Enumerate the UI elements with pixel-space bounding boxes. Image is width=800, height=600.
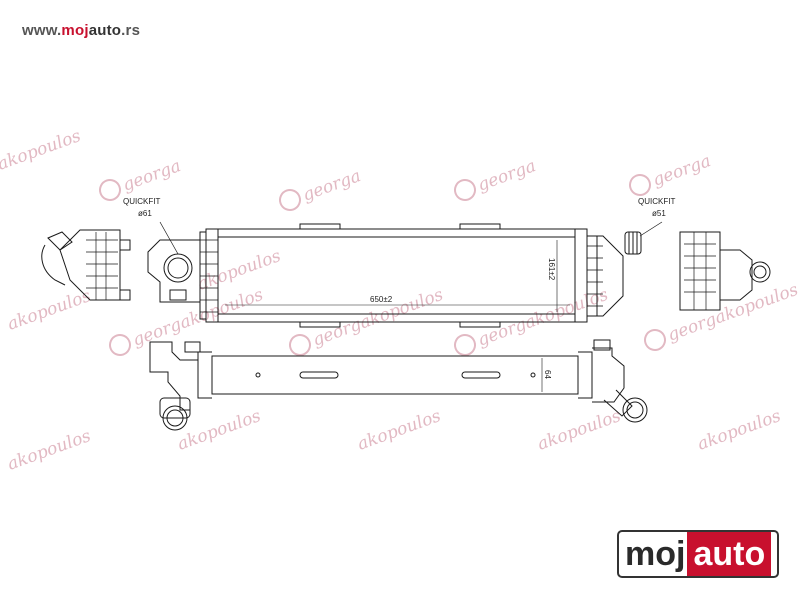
- watermark-text: georgakopoulos: [475, 285, 611, 351]
- site-url[interactable]: www.mojauto.rs: [22, 22, 140, 39]
- right-diameter-label: ø51: [652, 209, 666, 218]
- url-prefix: www.: [22, 22, 62, 39]
- watermark-text: akopoulos: [0, 126, 84, 175]
- width-dimension: 650±2: [370, 295, 393, 304]
- watermark-mark: georga: [279, 166, 364, 211]
- watermark-mark: georgakopoulos: [109, 285, 266, 356]
- right-quickfit-label: QUICKFIT: [638, 197, 675, 206]
- front-view: [147, 221, 663, 328]
- right-end-tank: [575, 228, 588, 323]
- watermark-text: akopoulos: [695, 406, 784, 455]
- watermark-text: akopoulos: [355, 406, 444, 455]
- watermark-text: georga: [650, 151, 714, 190]
- core-body: [217, 228, 576, 323]
- logo-part-1: moj: [625, 535, 686, 573]
- top-view-body: [211, 355, 579, 395]
- watermark-mark: georga: [454, 156, 539, 201]
- right-neck: [597, 235, 624, 317]
- watermark-mark: georga: [629, 151, 714, 196]
- watermark-text: georgakopoulos: [130, 285, 266, 351]
- left-diameter-label: ø61: [138, 209, 152, 218]
- watermark-text: akopoulos: [535, 406, 624, 455]
- url-brand-1: moj: [61, 22, 89, 39]
- watermark-text: georga: [300, 166, 364, 205]
- watermark-text: georgakopoulos: [665, 280, 800, 346]
- left-hose-end: [41, 229, 131, 301]
- watermark-mark: georgakopoulos: [289, 285, 446, 356]
- height-dimension: 161±2: [547, 258, 556, 281]
- watermark-text: georga: [120, 156, 184, 195]
- url-suffix: .rs: [121, 22, 141, 39]
- watermark-mark: georgakopoulos: [644, 280, 800, 351]
- left-quickfit-label: QUICKFIT: [123, 197, 160, 206]
- depth-dimension: 64: [543, 370, 552, 379]
- top-view: [149, 339, 648, 431]
- watermark-text: georga: [475, 156, 539, 195]
- logo-part-2: auto: [687, 532, 772, 576]
- left-neck: [147, 239, 200, 303]
- watermark-text: akopoulos: [5, 286, 94, 335]
- watermark-text: akopoulos: [175, 406, 264, 455]
- url-brand-2: auto: [88, 22, 122, 39]
- right-hose-end: [679, 231, 771, 311]
- left-end-tank: [205, 228, 218, 323]
- watermark-text: akopoulos: [195, 246, 284, 295]
- watermark-text: akopoulos: [5, 426, 94, 475]
